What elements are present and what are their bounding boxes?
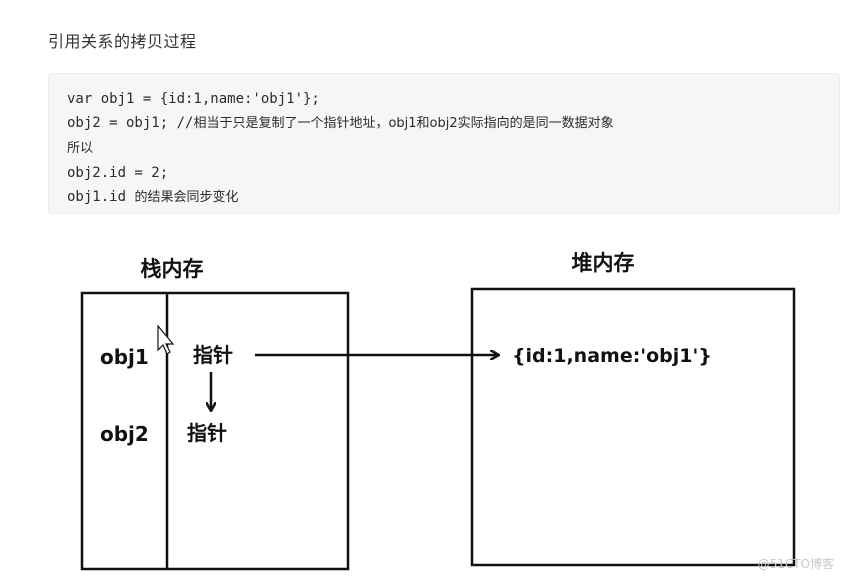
code-line-4: obj2.id = 2; (67, 165, 169, 181)
stack-title: 栈内存 (141, 257, 204, 281)
heap-object-label: {id:1,name:'obj1'} (512, 345, 712, 367)
section-heading: 引用关系的拷贝过程 (48, 32, 197, 51)
pointer-label-2: 指针 (187, 421, 227, 445)
code-line-5-comment: 的结果会同步变化 (134, 190, 239, 205)
code-line-2: obj2 = obj1; //相当于只是复制了一个指针地址，obj1和obj2实… (67, 111, 821, 136)
cursor-arrow-icon (157, 324, 175, 355)
heap-box (470, 287, 796, 567)
heap-title: 堆内存 (572, 251, 635, 275)
code-line-3: 所以 (67, 136, 821, 161)
obj1-label: obj1 (100, 345, 149, 369)
code-line-5: obj1.id 的结果会同步变化 (67, 185, 821, 210)
pointer-label-1: 指针 (193, 343, 233, 367)
stack-box (80, 291, 350, 571)
code-line-3-text: 所以 (67, 141, 94, 156)
code-line-1: var obj1 = {id:1,name:'obj1'}; (67, 91, 320, 107)
code-line-2-comment: 相当于只是复制了一个指针地址，obj1和obj2实际指向的是同一数据对象 (193, 116, 614, 131)
watermark: @51CTO博客 (757, 557, 834, 571)
obj2-label: obj2 (100, 422, 149, 446)
code-line-2-code: obj2 = obj1; // (67, 115, 194, 131)
code-line-5-code: obj1.id (67, 189, 135, 205)
code-block: var obj1 = {id:1,name:'obj1'}; obj2 = ob… (48, 73, 840, 214)
